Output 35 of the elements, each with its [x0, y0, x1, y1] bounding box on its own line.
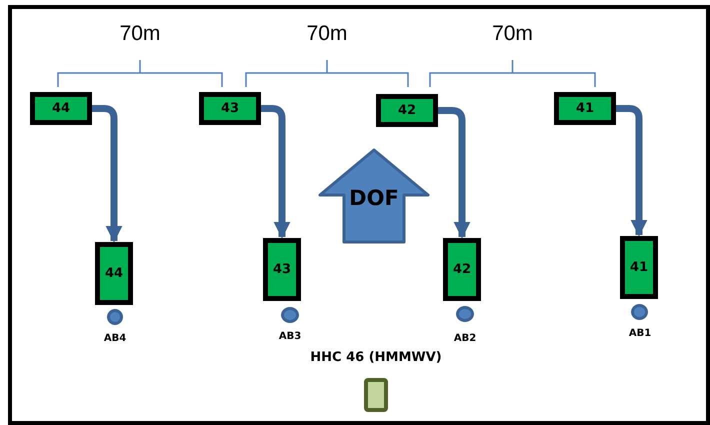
- position-marker: [631, 304, 648, 320]
- vehicle-number: 42: [398, 103, 416, 118]
- vehicle-number: 44: [104, 266, 124, 281]
- vehicle-number: 42: [452, 262, 472, 277]
- unit-label: HHC 46 (HMMWV): [310, 350, 442, 365]
- vehicle-number: 43: [220, 101, 240, 116]
- position-marker: [281, 307, 299, 323]
- vehicle-box: [554, 92, 616, 125]
- direction-arrow: [318, 148, 430, 244]
- position-label: AB4: [104, 333, 126, 344]
- dimension-label: 70m: [306, 22, 348, 46]
- vehicle-number: 43: [272, 262, 292, 277]
- position-label: AB2: [454, 333, 476, 344]
- arrow: [92, 105, 122, 243]
- vehicle-box: [199, 92, 261, 125]
- position-marker: [456, 306, 474, 322]
- vehicle-number: 41: [576, 101, 594, 116]
- arrow: [438, 107, 470, 239]
- vehicle-number: 41: [630, 260, 648, 275]
- dimension-label: 70m: [120, 22, 160, 46]
- vehicle-number: 44: [52, 101, 70, 116]
- position-marker: [107, 309, 123, 325]
- arrow-label: DOF: [349, 186, 399, 210]
- vehicle-box: [95, 242, 133, 305]
- vehicle-box: [263, 238, 301, 301]
- position-label: AB3: [278, 331, 302, 342]
- position-label: AB1: [628, 328, 652, 339]
- vehicle-box: [376, 94, 438, 127]
- vehicle-box: [620, 236, 658, 299]
- arrow: [261, 105, 290, 239]
- vehicle-box: [364, 378, 388, 412]
- arrow: [616, 105, 648, 237]
- vehicle-box: [30, 92, 92, 125]
- vehicle-box: [443, 238, 481, 301]
- dimension-label: 70m: [492, 22, 533, 46]
